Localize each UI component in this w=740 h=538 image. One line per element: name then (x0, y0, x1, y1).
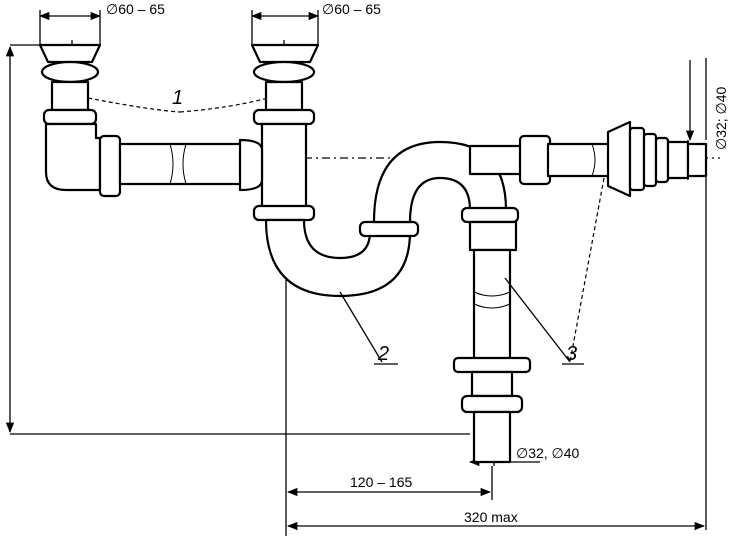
tee-assembly (238, 43, 320, 222)
side-outlet (468, 120, 708, 198)
dim-inlet-left: ∅60 – 65 (106, 1, 165, 17)
horizontal-pipe (118, 142, 244, 186)
vertical-outlet (452, 220, 532, 464)
callout-1: 1 (172, 87, 183, 109)
leader-lines (87, 97, 605, 365)
callout-3: 3 (566, 343, 577, 365)
dim-offset-range: 120 – 165 (350, 474, 412, 490)
u-bend (264, 218, 420, 298)
dim-outlet-bottom: ∅32, ∅40 (516, 445, 580, 461)
left-inlet-assembly (38, 43, 122, 198)
dim-inlet-right: ∅60 – 65 (322, 1, 381, 17)
dim-overall-max: 320 max (464, 509, 518, 525)
dim-outlet-side: ∅32; ∅40 (713, 86, 729, 150)
callout-2: 2 (377, 343, 389, 365)
